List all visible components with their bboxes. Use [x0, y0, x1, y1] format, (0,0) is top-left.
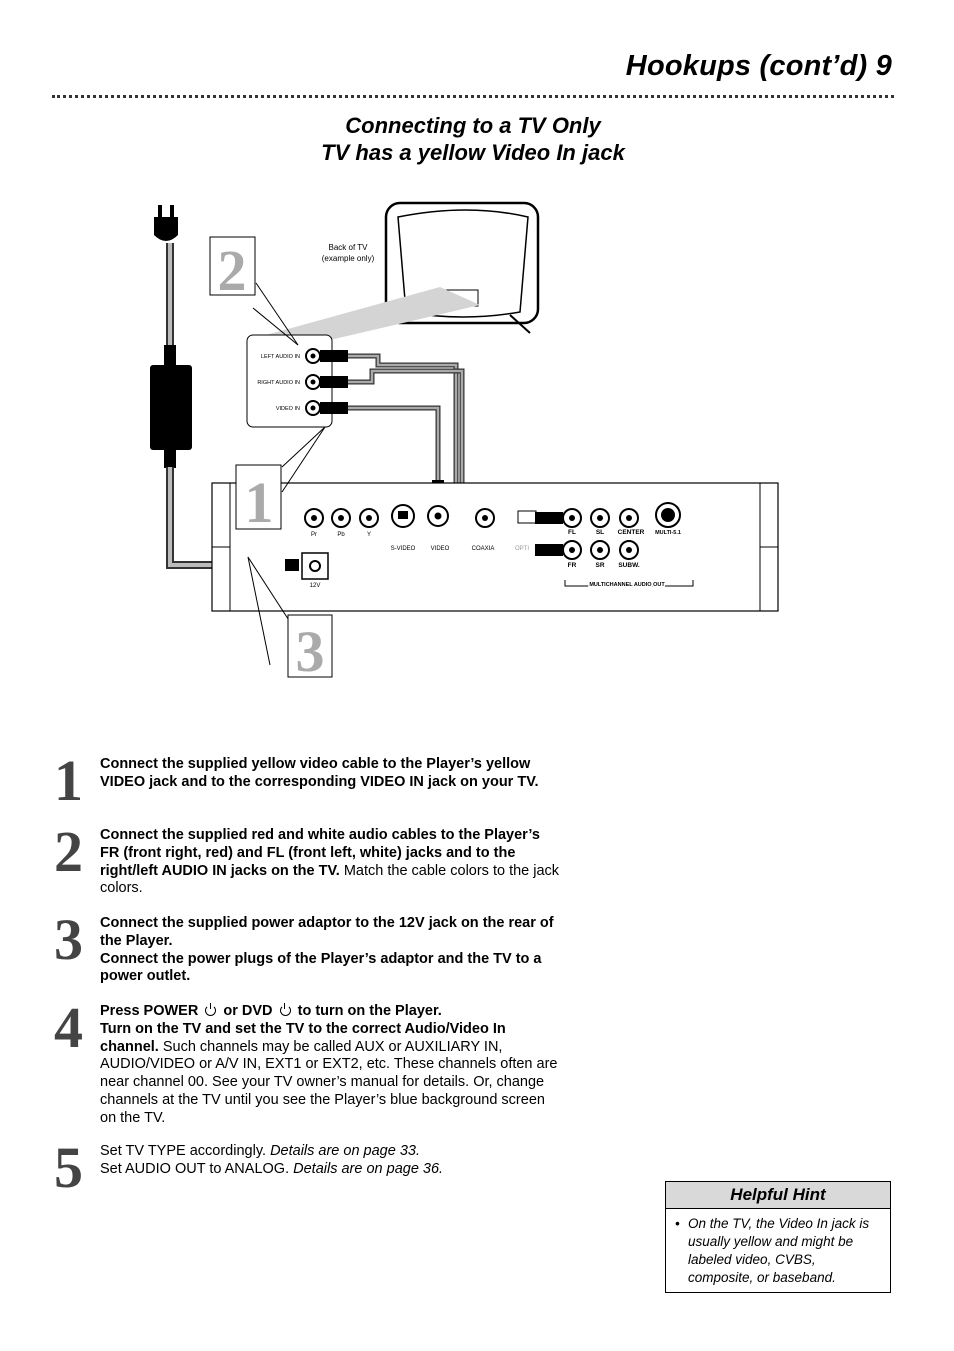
dotted-divider	[52, 95, 894, 98]
section-title-line-1: Connecting to a TV Only	[345, 113, 601, 138]
tv-jack-left-audio-label: LEFT AUDIO IN	[261, 354, 300, 360]
power-adaptor-icon	[150, 345, 192, 468]
step-4-instruction-2: Turn on the TV and set the TV to the cor…	[100, 1020, 558, 1126]
jack-svideo-label: S-VIDEO	[391, 546, 416, 552]
page-title: Hookups (cont’d) 9	[625, 50, 892, 82]
tv-jack-right-audio-label: RIGHT AUDIO IN	[257, 380, 300, 386]
step-text: Connect the supplied power adaptor to th…	[100, 915, 560, 986]
step-3-instruction-1: Connect the supplied power adaptor to th…	[100, 915, 554, 949]
jack-video	[427, 505, 449, 527]
jack-sl-label: SL	[596, 529, 604, 536]
jack-pb-label: Pb	[337, 532, 345, 538]
helpful-hint-box: Helpful Hint • On the TV, the Video In j…	[665, 1181, 891, 1293]
jack-fr-label: FR	[568, 562, 577, 569]
jack-pb	[331, 508, 351, 528]
helpful-hint-body: • On the TV, the Video In jack is usuall…	[666, 1209, 890, 1287]
section-title: Connecting to a TV Only TV has a yellow …	[0, 112, 946, 166]
svg-text:2: 2	[218, 238, 247, 303]
step-5-line-2: Set AUDIO OUT to ANALOG. Details are on …	[100, 1160, 444, 1177]
jack-video-label: VIDEO	[431, 546, 450, 552]
power-icon	[279, 1003, 291, 1016]
step-number: 1	[54, 748, 83, 813]
tv-label-line-1: Back of TV	[329, 243, 369, 252]
step-2: 2 Connect the supplied red and white aud…	[50, 823, 560, 898]
tv-jack-left-audio	[305, 348, 321, 364]
step-2-instruction: Connect the supplied red and white audio…	[100, 827, 540, 879]
jack-multi-label: MULTI-5.1	[655, 530, 681, 536]
step-3: 3 Connect the supplied power adaptor to …	[50, 911, 560, 986]
tv-jack-right-audio	[305, 374, 321, 390]
jack-12v	[301, 552, 329, 580]
step-text: Press POWER or DVD to turn on the Player…	[100, 1003, 560, 1128]
step-4: 4 Press POWER or DVD to turn on the Play…	[50, 999, 560, 1128]
cable-plug-icon	[320, 350, 348, 414]
callout-3: 3	[287, 614, 333, 684]
svg-text:3: 3	[296, 619, 325, 684]
step-number: 2	[54, 819, 83, 884]
jack-pr-label: Pr	[311, 532, 317, 538]
jack-subw-label: SUBW.	[618, 562, 640, 569]
tv-jack-video-label: VIDEO IN	[276, 406, 300, 412]
jack-fr	[562, 540, 582, 560]
power-icon	[205, 1003, 217, 1016]
step-1: 1 Connect the supplied yellow video cabl…	[50, 752, 560, 810]
jack-12v-label: 12V	[310, 583, 321, 589]
step-1-instruction: Connect the supplied yellow video cable …	[100, 756, 539, 790]
jack-sl	[590, 508, 610, 528]
jack-center-label: CENTER	[618, 529, 645, 536]
jack-multi	[655, 502, 681, 528]
step-number: 3	[54, 907, 83, 972]
jack-y-label: Y	[367, 532, 371, 538]
section-title-line-2: TV has a yellow Video In jack	[321, 140, 625, 165]
helpful-hint-title: Helpful Hint	[666, 1182, 890, 1209]
jack-fl	[562, 508, 582, 528]
jack-center	[619, 508, 639, 528]
step-number: 4	[54, 995, 83, 1060]
step-3-instruction-2: Connect the power plugs of the Player’s …	[100, 950, 542, 985]
jack-fl-label: FL	[568, 529, 576, 536]
jack-svideo	[391, 504, 415, 528]
helpful-hint-text: On the TV, the Video In jack is usually …	[688, 1216, 870, 1285]
jack-sr	[590, 540, 610, 560]
step-text: Connect the supplied red and white audio…	[100, 827, 560, 898]
jack-pr	[304, 508, 324, 528]
wall-plug-icon	[154, 205, 178, 241]
step-5: 5 Set TV TYPE accordingly. Details are o…	[50, 1139, 560, 1197]
hookup-diagram: Back of TV (example only) LEFT AUDIO IN …	[150, 201, 779, 684]
jack-optical-label: OPTI	[515, 546, 529, 552]
callout-2: 2	[209, 236, 256, 303]
jack-subw	[619, 540, 639, 560]
tv-jack-video	[305, 400, 321, 416]
callout-1: 1	[235, 464, 282, 535]
step-2-note: Match the cable colors to the jack color…	[100, 862, 560, 897]
jack-y	[359, 508, 379, 528]
jack-coaxial	[475, 508, 495, 528]
tv-label-line-2: (example only)	[322, 254, 375, 263]
multichannel-label: MULTICHANNEL AUDIO OUT	[589, 582, 665, 588]
jack-coaxial-label: COAXIA	[472, 546, 495, 552]
jack-sr-label: SR	[595, 562, 604, 569]
player-rear-panel	[211, 482, 779, 612]
svg-text:1: 1	[245, 470, 274, 535]
step-number: 5	[54, 1135, 83, 1200]
step-5-line-1: Set TV TYPE accordingly. Details are on …	[100, 1143, 420, 1159]
step-4-instruction-1: Press POWER or DVD to turn on the Player…	[100, 1003, 442, 1019]
bullet: •	[675, 1216, 680, 1231]
step-text: Set TV TYPE accordingly. Details are on …	[100, 1143, 560, 1179]
step-text: Connect the supplied yellow video cable …	[100, 756, 560, 792]
